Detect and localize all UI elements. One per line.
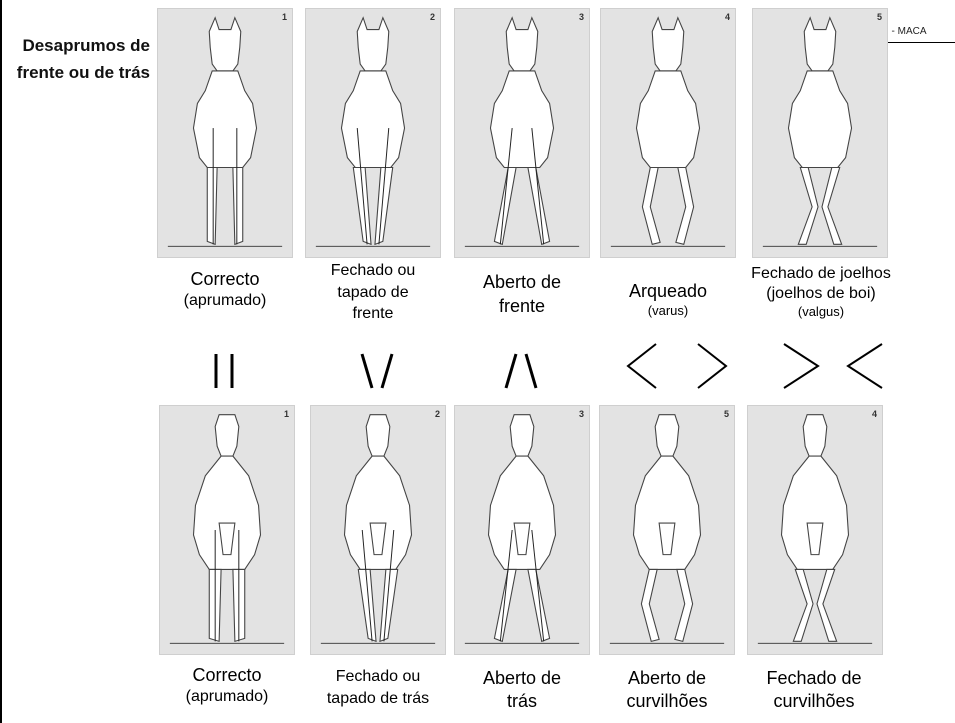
- back-label-2: Fechado ou tapado de trás: [298, 666, 458, 709]
- label-sub: (aprumado): [152, 687, 302, 707]
- symbol-angle-out: [622, 340, 732, 400]
- panel-number: 5: [877, 12, 882, 22]
- header-fragment: : - MACA: [886, 26, 927, 37]
- panel-number: 5: [724, 409, 729, 419]
- back-label-3: Aberto de trás: [447, 667, 597, 712]
- horse-front-illustration: [158, 9, 292, 257]
- front-label-2: Fechado ou tapado de frente: [298, 260, 448, 325]
- panel-number: 2: [430, 12, 435, 22]
- symbol-angle-in: [778, 340, 888, 400]
- symbol-diverging: [498, 350, 548, 394]
- back-panel-fechado: 2: [310, 405, 446, 655]
- front-label-3: Aberto de frente: [447, 270, 597, 319]
- label-main: Aberto de trás: [447, 667, 597, 712]
- front-panel-aberto: 3: [454, 8, 590, 258]
- panel-number: 4: [725, 12, 730, 22]
- front-panel-arqueado: 4: [600, 8, 736, 258]
- front-panel-fechado-joelhos: 5: [752, 8, 888, 258]
- horse-front-illustration: [753, 9, 887, 257]
- back-label-4: Aberto de curvilhões: [592, 667, 742, 712]
- label-main: Correcto: [150, 268, 300, 291]
- label-main: Aberto de curvilhões: [592, 667, 742, 712]
- horse-back-illustration: [311, 406, 445, 654]
- horse-front-illustration: [306, 9, 440, 257]
- panel-number: 1: [282, 12, 287, 22]
- symbol-converging: [354, 350, 404, 394]
- horse-back-illustration: [160, 406, 294, 654]
- horse-front-illustration: [601, 9, 735, 257]
- back-panel-aberto-curvilhoes: 5: [599, 405, 735, 655]
- back-panel-fechado-curvilhoes: 4: [747, 405, 883, 655]
- label-main: Fechado de joelhos: [735, 264, 907, 284]
- horse-back-illustration: [600, 406, 734, 654]
- back-label-5: Fechado de curvilhões: [739, 667, 889, 712]
- panel-number: 3: [579, 409, 584, 419]
- back-label-1: Correcto (aprumado): [152, 664, 302, 707]
- label-main: Fechado ou tapado de frente: [298, 260, 448, 325]
- panel-number: 2: [435, 409, 440, 419]
- front-label-5: Fechado de joelhos (joelhos de boi) (val…: [735, 264, 907, 320]
- label-sub: (varus): [593, 303, 743, 319]
- label-main: Fechado de curvilhões: [739, 667, 889, 712]
- label-main: Aberto de frente: [447, 270, 597, 319]
- symbol-parallel: [202, 350, 252, 394]
- panel-number: 4: [872, 409, 877, 419]
- label-main: Fechado ou tapado de trás: [298, 666, 458, 709]
- label-main: Correcto: [152, 664, 302, 687]
- front-label-1: Correcto (aprumado): [150, 268, 300, 311]
- front-panel-correcto: 1: [157, 8, 293, 258]
- horse-back-illustration: [748, 406, 882, 654]
- slide-title: Desaprumos de frente ou de trás: [10, 32, 150, 86]
- header-rule: [886, 42, 955, 43]
- front-panel-fechado: 2: [305, 8, 441, 258]
- label-sub: (aprumado): [150, 291, 300, 311]
- horse-back-illustration: [455, 406, 589, 654]
- back-panel-aberto: 3: [454, 405, 590, 655]
- horse-front-illustration: [455, 9, 589, 257]
- label-main: Arqueado: [593, 280, 743, 303]
- label-sub: (joelhos de boi): [735, 284, 907, 304]
- panel-number: 1: [284, 409, 289, 419]
- front-label-4: Arqueado (varus): [593, 280, 743, 319]
- label-extra: (valgus): [735, 304, 907, 320]
- panel-number: 3: [579, 12, 584, 22]
- back-panel-correcto: 1: [159, 405, 295, 655]
